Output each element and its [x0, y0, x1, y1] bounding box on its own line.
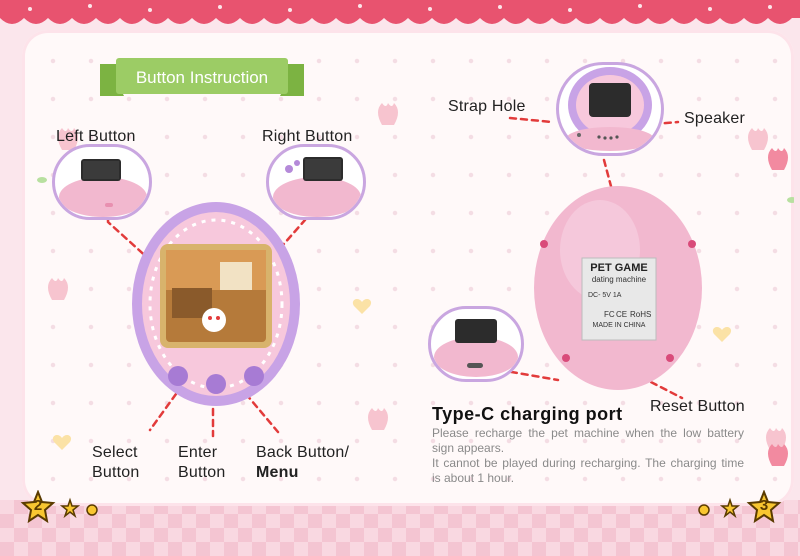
bunting-decoration — [0, 0, 800, 24]
strap-hole-label: Strap Hole — [448, 98, 526, 115]
reset-button-label: Reset Button — [650, 398, 745, 415]
speaker-label: Speaker — [684, 110, 745, 127]
label-dating-machine: dating machine — [591, 275, 647, 284]
page-number-right: 3 — [759, 497, 769, 514]
label-ce-mark: CE — [616, 310, 628, 319]
right-button-label: Right Button — [262, 128, 353, 145]
page-number-left: 2 — [33, 497, 43, 514]
label-rohs-mark: RoHS — [630, 310, 652, 319]
label-pet-game: PET GAME — [590, 262, 648, 274]
device-top-illustration — [59, 159, 147, 217]
typec-desc-line2: It cannot be played during recharging. T… — [432, 456, 744, 485]
banner-ribbon — [100, 58, 304, 96]
device-top-illustration — [273, 157, 361, 217]
select-button-connector — [148, 392, 178, 432]
typec-title: Type-C charging port — [432, 404, 623, 424]
typec-port-zoom — [428, 306, 524, 382]
heart-icon — [52, 299, 732, 450]
speaker-down-connector — [602, 158, 614, 192]
label-made-in-china: MADE IN CHINA — [592, 322, 646, 329]
red-tulip-icon — [768, 148, 788, 466]
device-front-illustration — [132, 202, 300, 406]
select-button-label-line1: Select — [92, 444, 138, 461]
back-button-connector — [244, 392, 280, 434]
right-page-star-decoration — [698, 490, 782, 524]
device-top-illustration — [566, 67, 654, 151]
typec-desc-line1: Please recharge the pet machine when the… — [432, 426, 744, 455]
bottom-argyle-pattern — [0, 500, 800, 556]
strap-hole-connector — [508, 116, 554, 124]
label-dc-spec: DC- 5V 1A — [588, 292, 622, 299]
enter-button-label-line2: Button — [178, 464, 226, 481]
left-button-zoom — [52, 144, 152, 220]
strap-speaker-zoom — [556, 62, 664, 156]
sprout-icon — [37, 177, 794, 203]
left-page-star-decoration — [20, 490, 98, 524]
enter-button-label-line1: Enter — [178, 444, 218, 461]
device-back-illustration — [534, 186, 702, 390]
back-button-label-line1: Back Button/ — [256, 444, 350, 461]
label-fc-mark: FC — [604, 310, 615, 319]
banner-title: Button Instruction — [135, 68, 269, 87]
back-button-label-line2: Menu — [256, 464, 299, 481]
select-button-label-line2: Button — [92, 464, 140, 481]
device-top-illustration — [434, 319, 518, 377]
typec-description: Please recharge the pet machine when the… — [432, 426, 744, 486]
left-button-label: Left Button — [56, 128, 136, 145]
right-button-zoom — [266, 144, 366, 220]
